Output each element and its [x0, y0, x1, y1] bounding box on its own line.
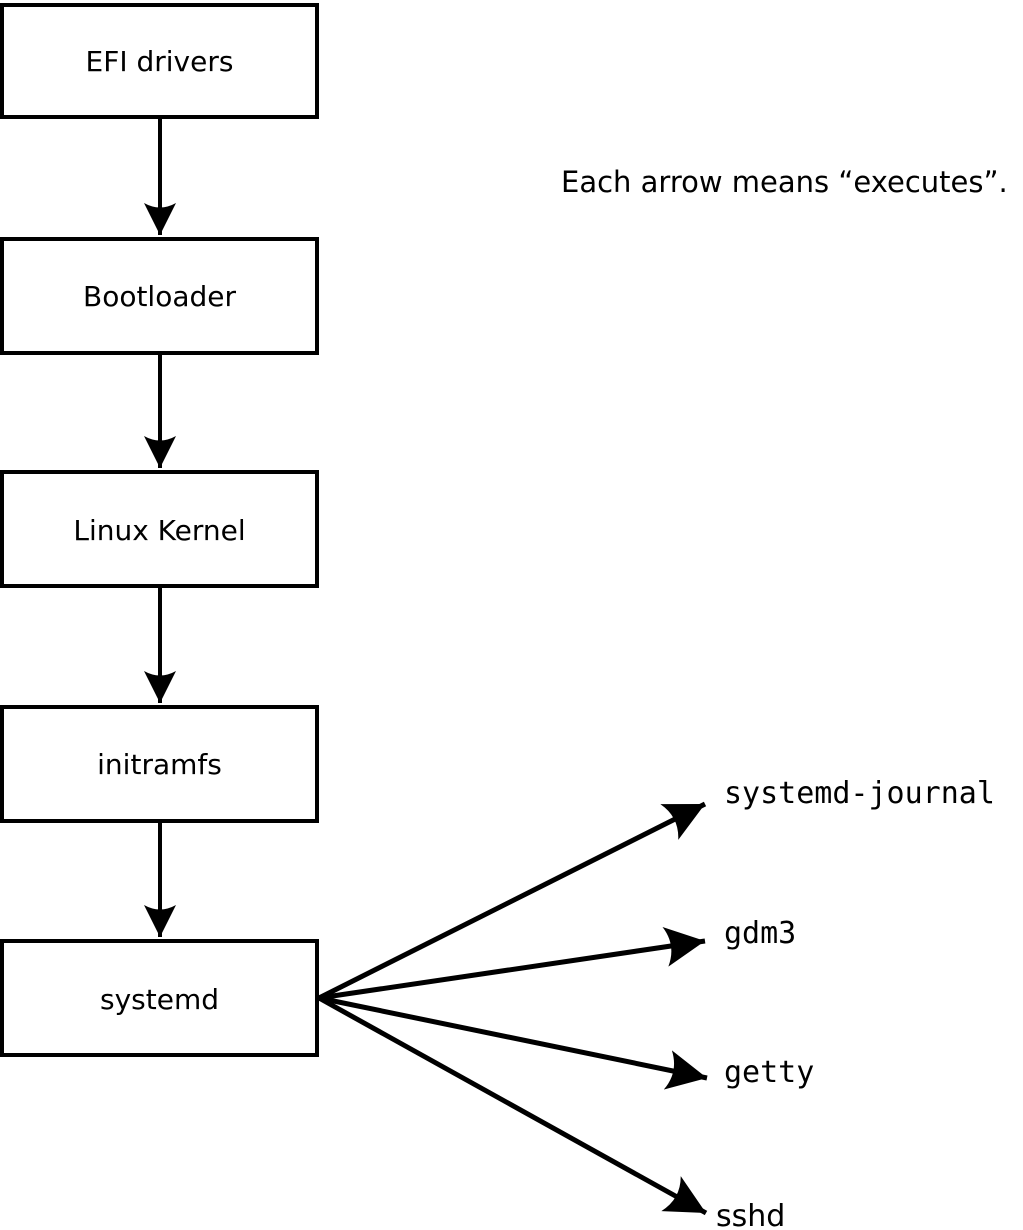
arrow-meaning-note: Each arrow means “executes”.: [561, 165, 1008, 199]
arrow-systemd-to-sshd: [317, 995, 708, 1216]
arrow-systemd-to-journal: [317, 801, 707, 1001]
box-efi-drivers: [0, 3, 319, 119]
label-sshd: sshd: [716, 1199, 785, 1230]
arrow-systemd-to-getty: [318, 995, 708, 1090]
box-efi-drivers-label: EFI drivers: [86, 45, 234, 78]
box-initramfs-label: initramfs: [97, 748, 222, 781]
box-systemd-label: systemd: [100, 983, 219, 1016]
box-linux-kernel: [0, 470, 319, 588]
box-linux-kernel-label: Linux Kernel: [73, 514, 245, 547]
box-systemd: [0, 939, 319, 1057]
label-systemd-journal: systemd-journal: [724, 776, 995, 811]
box-initramfs: [0, 705, 319, 823]
box-bootloader-label: Bootloader: [83, 280, 237, 313]
label-gdm3: gdm3: [724, 916, 796, 951]
arrow-systemd-to-gdm3: [318, 927, 706, 1001]
box-bootloader: [0, 237, 319, 355]
label-getty: getty: [724, 1055, 814, 1090]
